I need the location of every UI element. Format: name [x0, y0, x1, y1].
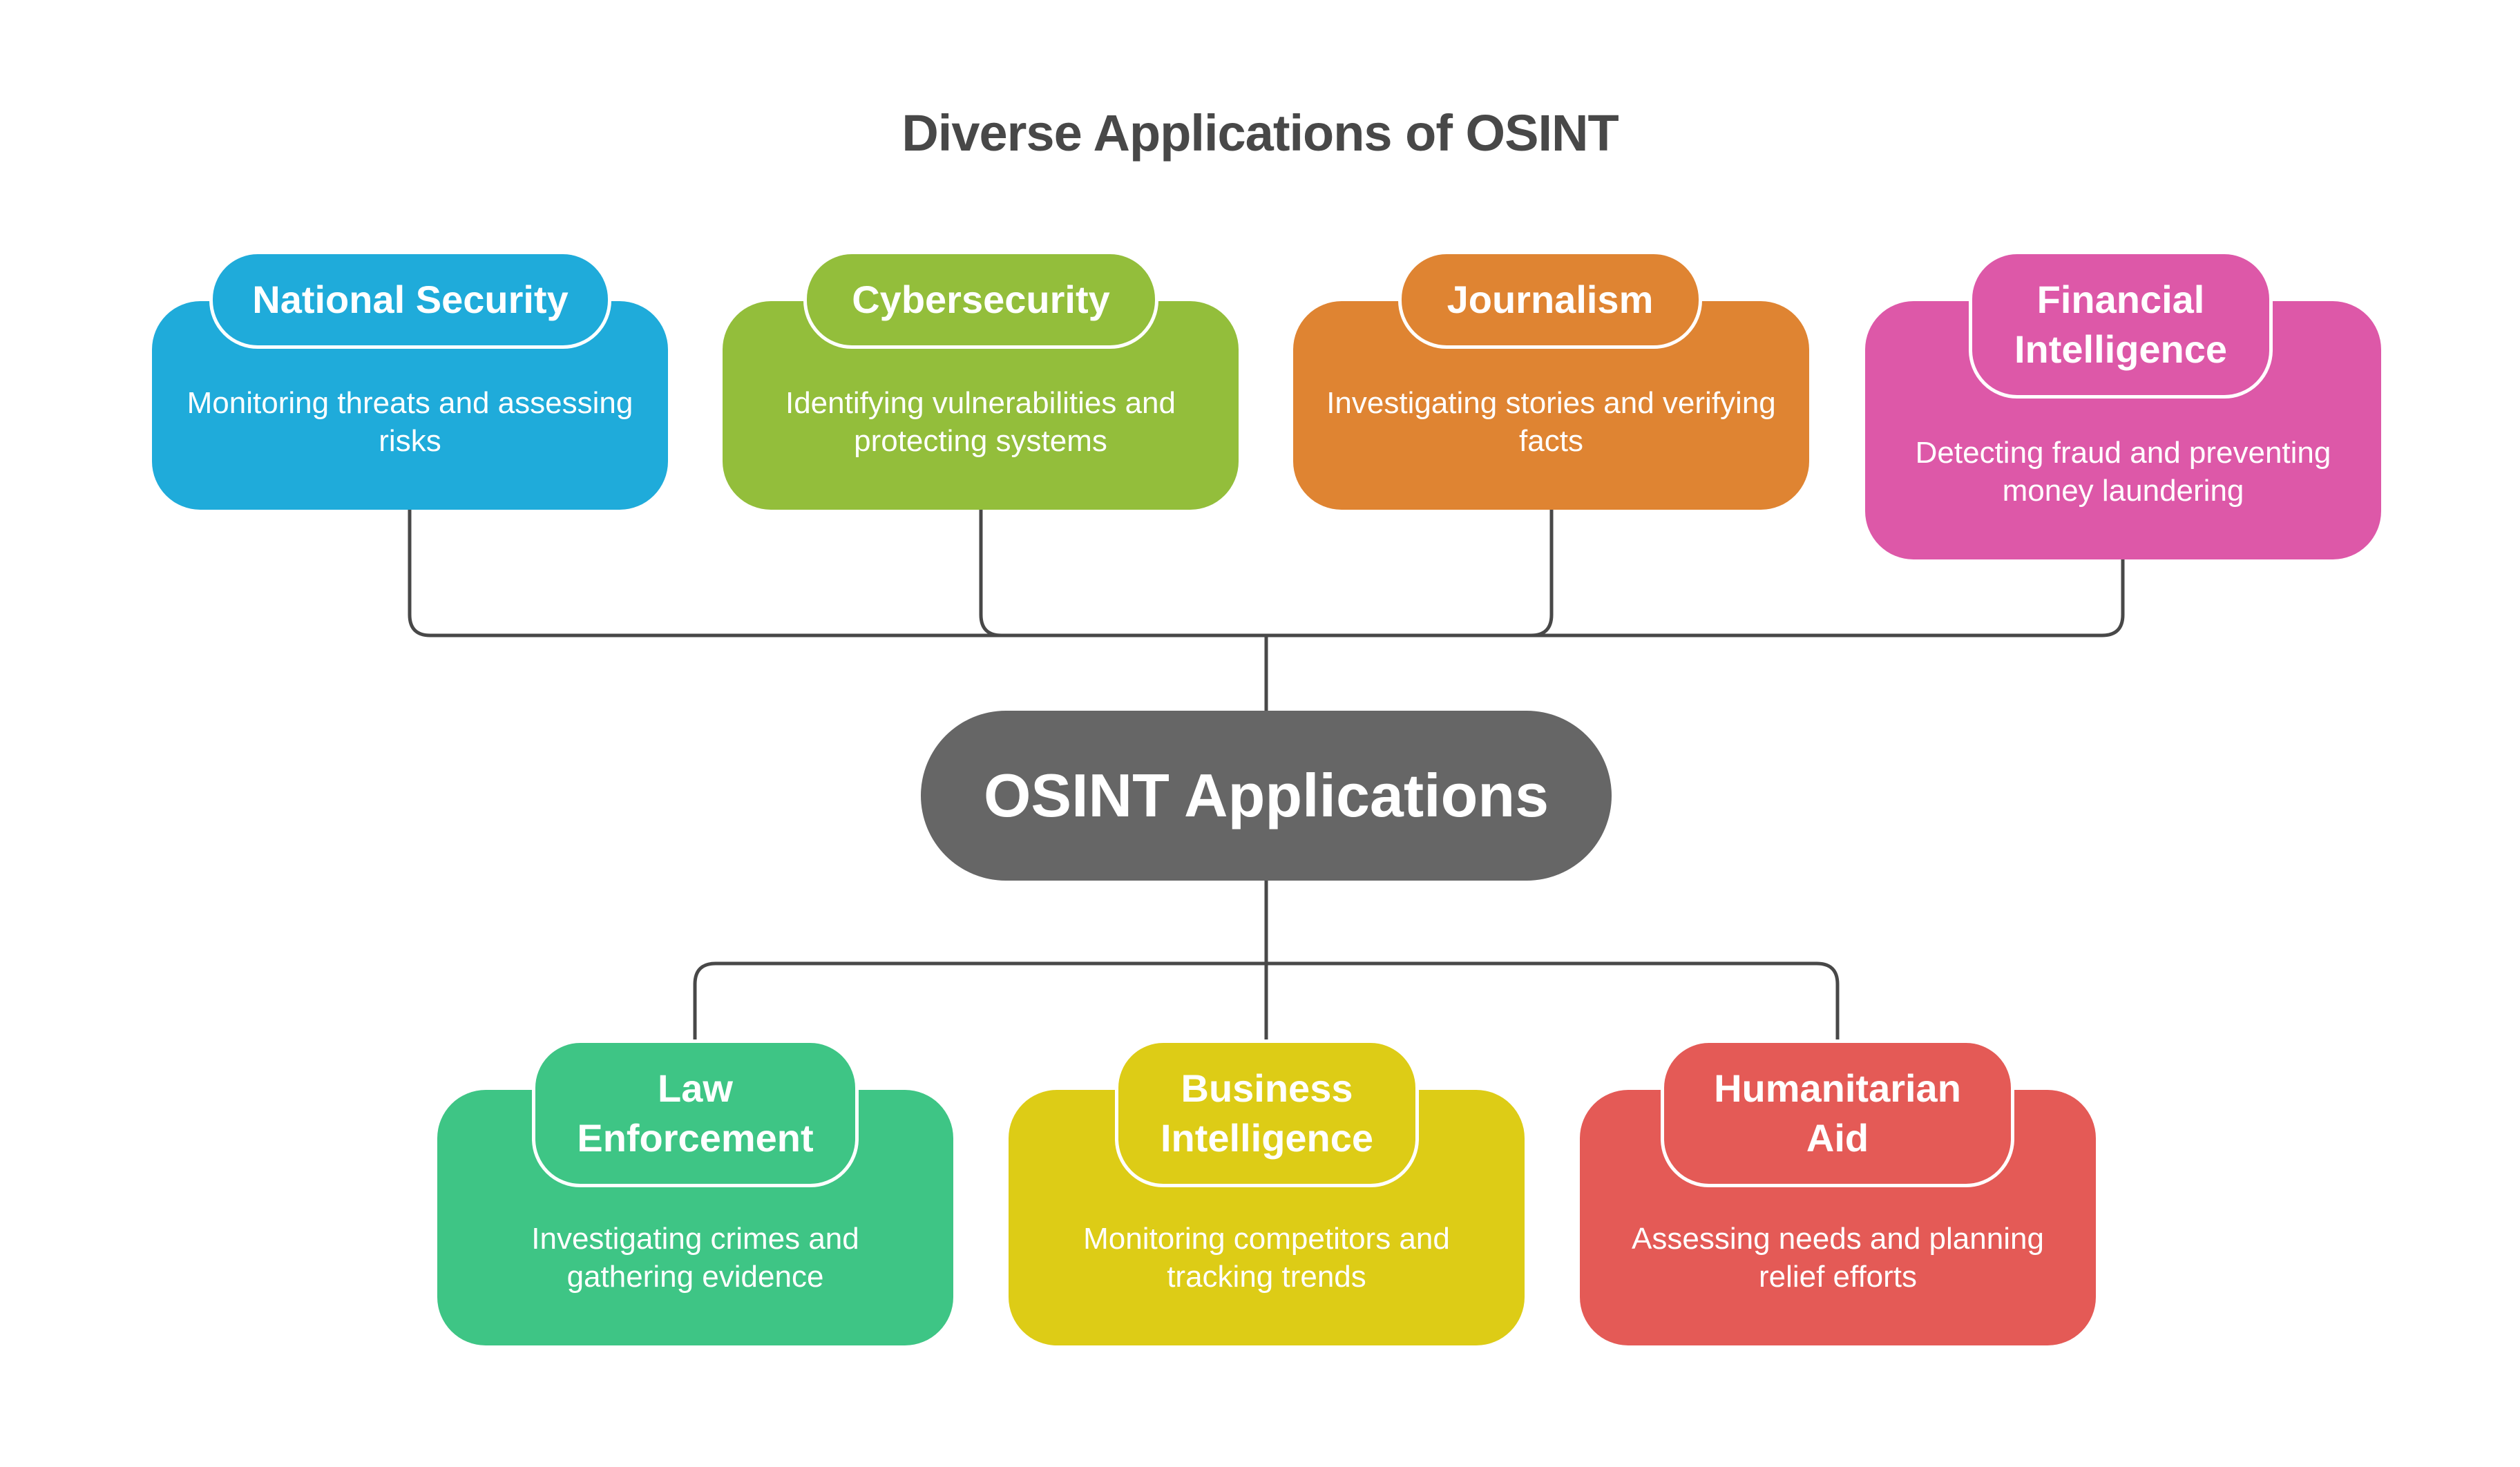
tab-business-intelligence: Business Intelligence	[1115, 1039, 1419, 1187]
card-description: Identifying vulnerabilities and protecti…	[785, 386, 1176, 458]
tab-financial-intelligence: Financial Intelligence	[1969, 251, 2273, 399]
card-description: Monitoring competitors and tracking tren…	[1083, 1222, 1450, 1294]
tab-humanitarian-aid: Humanitarian Aid	[1661, 1039, 2014, 1187]
connector-journalism	[1530, 510, 1554, 637]
connector-cybersecurity	[979, 510, 1002, 637]
tab-law-enforcement: Law Enforcement	[532, 1039, 859, 1187]
card-description: Investigating crimes and gathering evide…	[531, 1222, 859, 1294]
connector-financial-intelligence	[967, 559, 2125, 637]
tab-cybersecurity: Cybersecurity	[803, 251, 1158, 349]
card-description: Assessing needs and planning relief effo…	[1632, 1222, 2044, 1294]
connector-national-security	[408, 510, 967, 637]
tab-journalism: Journalism	[1398, 251, 1702, 349]
card-description: Investigating stories and verifying fact…	[1326, 386, 1776, 458]
diagram-title: Diverse Applications of OSINT	[901, 104, 1619, 162]
card-description: Monitoring threats and assessing risks	[187, 386, 633, 458]
center-node: OSINT Applications	[921, 711, 1612, 881]
connector-law-enforcement	[693, 961, 1840, 1039]
card-description: Detecting fraud and preventing money lau…	[1915, 436, 2331, 508]
tab-national-security: National Security	[209, 251, 611, 349]
